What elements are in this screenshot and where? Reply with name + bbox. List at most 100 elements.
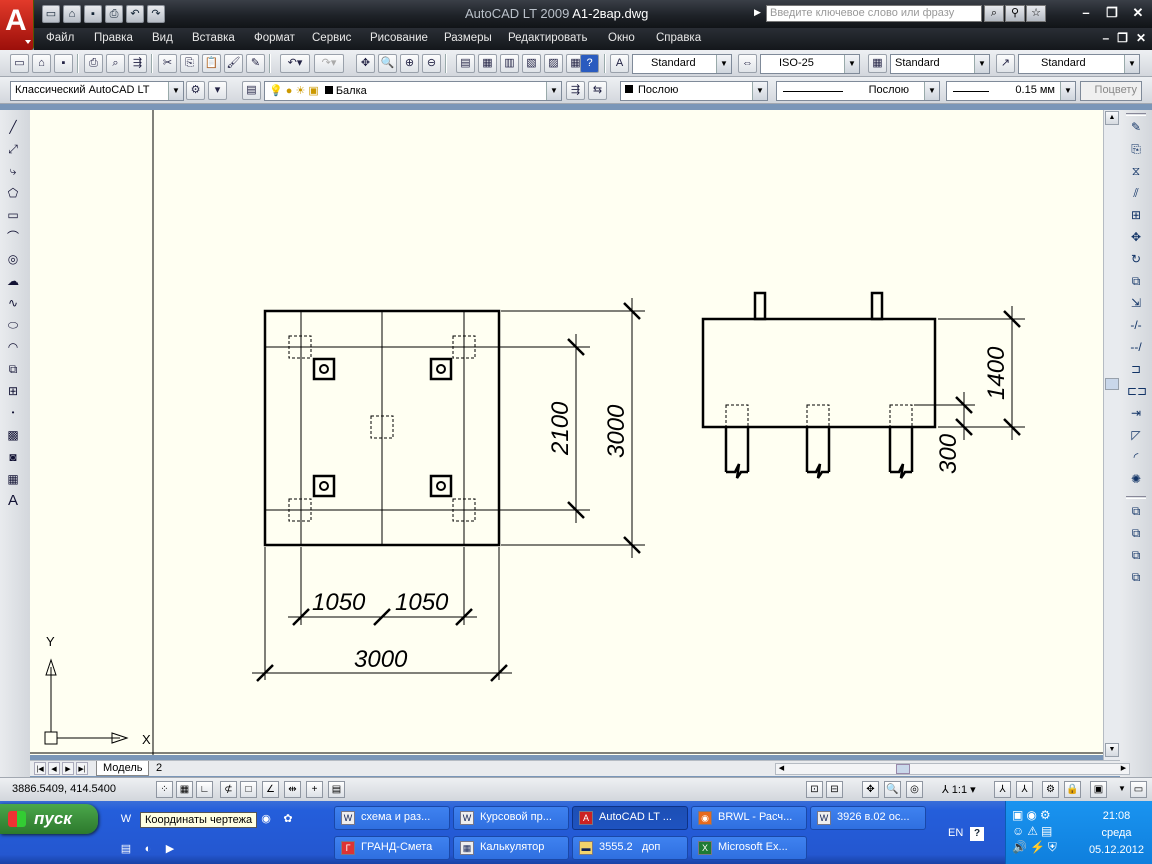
color-select[interactable]: Послою▼ [620,81,768,101]
taskbar-item[interactable]: ◉BRWL - Расч... [691,806,807,830]
lock-icon[interactable]: 🔒 [1064,781,1081,798]
previous-tab-icon[interactable]: ◀ [48,762,60,775]
close-button[interactable]: ✕ [1132,5,1144,20]
table-style-select[interactable]: Standard▼ [890,54,990,74]
tab-model[interactable]: Модель [96,761,150,776]
snap-mode-icon[interactable]: ⁘ [156,781,173,798]
markup-icon[interactable]: ▨ [544,54,563,73]
first-tab-icon[interactable]: |◀ [34,762,46,775]
copy-object-icon[interactable]: ⎘ [1131,142,1141,156]
fillet-icon[interactable]: ◜ [1133,450,1139,464]
update-icon[interactable]: ▤ [1041,824,1056,838]
publish-icon[interactable]: ⇶ [128,54,147,73]
open-icon[interactable]: ⌂ [32,54,51,73]
make-block-icon[interactable]: ⊞ [7,384,19,398]
dynamic-ucs-icon[interactable]: ⇹ [284,781,301,798]
lineweight-select[interactable]: 0.15 мм▼ [946,81,1076,101]
qnew-icon[interactable]: ▭ [10,54,29,73]
infocenter-arrow-icon[interactable]: ▶ [754,7,761,17]
draw-order-front-icon[interactable]: ⧉ [1131,504,1141,518]
cut-icon[interactable]: ✂ [158,54,177,73]
make-current-layer-icon[interactable]: ⇶ [566,81,585,100]
menu-modify[interactable]: Редактировать [508,32,588,44]
workspace-settings-icon[interactable]: ⚙ [186,81,205,100]
sheet-set-icon[interactable]: ▧ [522,54,541,73]
start-button[interactable]: пуск [0,804,98,834]
cursor-coordinates[interactable]: 3886.5409, 414.5400 [12,783,116,795]
menu-format[interactable]: Формат [254,32,295,44]
insert-block-icon[interactable]: ⧉ [8,362,18,376]
zoom-previous-icon[interactable]: ⊖ [422,54,441,73]
annotation-visibility-icon[interactable]: ⅄ [994,781,1011,798]
open-file-icon[interactable]: ⌂ [63,5,81,23]
taskbar-item[interactable]: ▦Калькулятор [453,836,569,860]
annotation-scale[interactable]: ⅄ 1:1 ▾ [942,784,976,796]
layout-space-icon[interactable]: ⊟ [826,781,843,798]
tab-layout-2[interactable]: 2 [156,762,163,774]
arc-icon[interactable]: ⌒ [6,230,19,244]
object-snap-icon[interactable]: □ [240,781,257,798]
break-icon[interactable]: ⊏⊐ [1127,384,1148,398]
construction-line-icon[interactable]: ⤢ [8,142,18,156]
offset-icon[interactable]: ⫽ [1133,186,1139,200]
help-icon[interactable]: ? [970,827,984,841]
favorites-star-icon[interactable]: ☆ [1026,5,1046,22]
match-properties-icon[interactable]: 🖌 [224,54,243,73]
quicklaunch-chrome-icon[interactable]: ◉ [261,813,271,825]
multileader-style-icon[interactable]: ↗ [996,54,1015,73]
dim-style-icon[interactable]: ⇔ [738,54,757,73]
draw-order-back-icon[interactable]: ⧉ [1131,526,1141,540]
otrack-icon[interactable]: ∠ [262,781,279,798]
drawing-area[interactable]: 1050 1050 3000 2100 3000 [30,110,1103,755]
zoom-window-icon[interactable]: ⊕ [400,54,419,73]
help-icon[interactable]: ? [580,54,599,73]
ellipse-icon[interactable]: ⬭ [7,318,19,332]
revision-cloud-icon[interactable]: ☁ [7,274,19,288]
rotate-icon[interactable]: ↻ [1130,252,1142,266]
usb-icon[interactable]: ⚙ [1039,808,1054,822]
table-style-icon[interactable]: ▦ [868,54,887,73]
quicklaunch-player-icon[interactable]: ▶ [165,843,175,855]
linetype-select[interactable]: Послою▼ [776,81,940,101]
language-indicator[interactable]: EN [948,827,964,839]
plot-preview-icon[interactable]: ⌕ [106,54,125,73]
menu-window[interactable]: Окно [608,32,635,44]
clean-screen-toggle-icon[interactable]: ▭ [1130,781,1147,798]
design-center-icon[interactable]: ▦ [478,54,497,73]
text-style-select[interactable]: Standard▼ [632,54,732,74]
drawing-restore-button[interactable]: ❐ [1117,31,1128,45]
menu-tools[interactable]: Сервис [312,32,352,44]
horizontal-scrollbar[interactable]: ◀ ▶ [775,763,1130,775]
workspace-switching-icon[interactable]: ⚙ [1042,781,1059,798]
autocad-menu-browser-button[interactable]: A [0,0,34,50]
plot-icon[interactable]: ⎙ [84,54,103,73]
dim-style-select[interactable]: ISO-25▼ [760,54,860,74]
network-icon[interactable]: ▣ [1012,808,1027,822]
zoom-realtime-icon[interactable]: 🔍 [378,54,397,73]
circle-icon[interactable]: ◎ [7,252,19,266]
region-icon[interactable]: ◙ [9,450,17,464]
last-tab-icon[interactable]: ▶| [76,762,88,775]
redo-icon[interactable]: ↷ [147,5,165,23]
save-icon[interactable]: ▪ [84,5,102,23]
menu-view[interactable]: Вид [152,32,173,44]
scale-icon[interactable]: ⧉ [1131,274,1141,288]
layer-select[interactable]: 💡 ● ☀ ▣ Балка ▼ [264,81,562,101]
layer-manager-icon[interactable]: ▤ [242,81,261,100]
lineweight-display-icon[interactable]: ▤ [328,781,345,798]
workspace-select[interactable]: Классический AutoCAD LT▼ [10,81,184,101]
restore-button[interactable]: ❐ [1106,5,1118,20]
search-icon[interactable]: ⌕ [984,5,1004,22]
block-editor-icon[interactable]: ✎ [246,54,265,73]
layer-previous-icon[interactable]: ⇆ [588,81,607,100]
ellipse-arc-icon[interactable]: ◠ [7,340,19,354]
warning-icon[interactable]: ⚠ [1027,824,1042,838]
tray-icons[interactable]: ▣◉⚙ ☺⚠▤ 🔊⚡⛨ [1012,807,1072,855]
move-icon[interactable]: ✥ [1130,230,1142,244]
point-icon[interactable]: • [11,408,15,417]
